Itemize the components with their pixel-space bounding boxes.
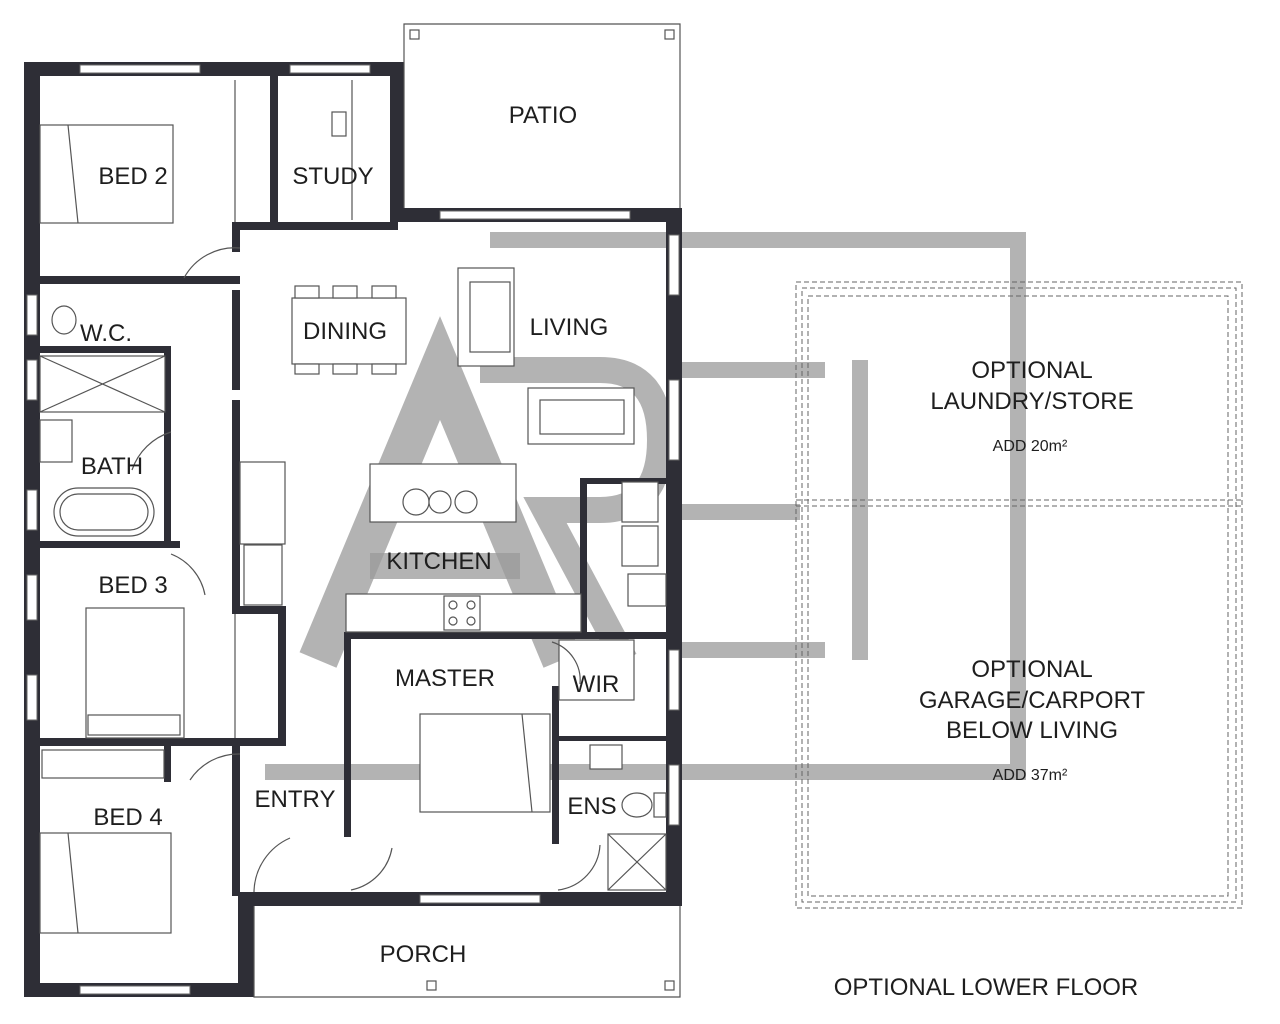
room-label-bed4: BED 4 bbox=[93, 804, 162, 831]
optional-laundry-title-2: LAUNDRY/STORE bbox=[930, 388, 1133, 415]
optional-garage-title-3: BELOW LIVING bbox=[946, 717, 1118, 744]
room-label-study: STUDY bbox=[292, 163, 373, 190]
room-label-bed2: BED 2 bbox=[98, 163, 167, 190]
optional-garage-title-2: GARAGE/CARPORT bbox=[919, 687, 1146, 714]
windows bbox=[26, 64, 680, 995]
interior-walls bbox=[40, 76, 674, 896]
room-label-bath: BATH bbox=[81, 453, 143, 480]
room-label-master: MASTER bbox=[395, 665, 495, 692]
optional-lower-floor-caption: OPTIONAL LOWER FLOOR bbox=[834, 974, 1139, 1001]
room-label-patio: PATIO bbox=[509, 102, 577, 129]
room-label-porch: PORCH bbox=[380, 941, 467, 968]
room-label-ens: ENS bbox=[567, 793, 616, 820]
optional-laundry-area: ADD 20m² bbox=[993, 438, 1068, 455]
optional-laundry-title-1: OPTIONAL bbox=[971, 357, 1092, 384]
room-label-living: LIVING bbox=[530, 314, 609, 341]
optional-lower-floor bbox=[795, 281, 1243, 909]
furniture bbox=[39, 80, 667, 934]
patio-porch-outline bbox=[253, 23, 681, 998]
room-label-dining: DINING bbox=[303, 318, 387, 345]
door-swings bbox=[131, 247, 601, 893]
room-label-entry: ENTRY bbox=[255, 786, 336, 813]
room-label-wir: WIR bbox=[573, 671, 620, 698]
optional-garage-title-1: OPTIONAL bbox=[971, 656, 1092, 683]
optional-garage-area: ADD 37m² bbox=[993, 767, 1068, 784]
room-label-kitchen: KITCHEN bbox=[386, 548, 491, 575]
room-label-wc: W.C. bbox=[80, 320, 132, 347]
room-label-bed3: BED 3 bbox=[98, 572, 167, 599]
watermark-logo bbox=[265, 232, 1026, 780]
